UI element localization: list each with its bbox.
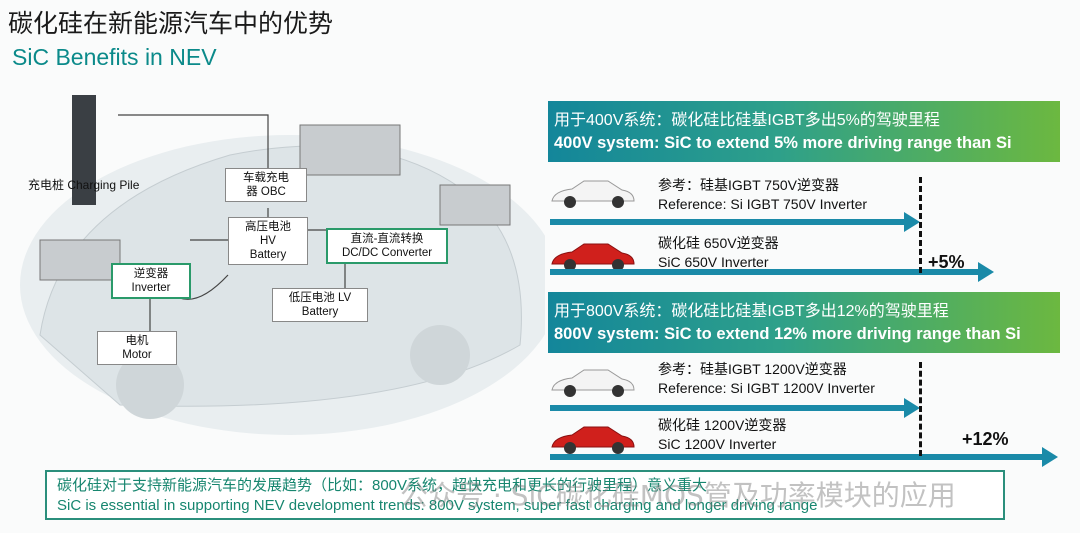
gain-400v: +5% — [928, 252, 965, 272]
car-diagram — [20, 95, 545, 435]
sic-400v-arrow — [550, 262, 994, 282]
banner-400v-cn: 用于400V系统：碳化硅比硅基IGBT多出5%的驾驶里程 — [554, 112, 940, 129]
banner-800v-cn: 用于800V系统：碳化硅比硅基IGBT多出12%的驾驶里程 — [554, 303, 949, 320]
obc-label: 车载充电器 OBC — [225, 168, 307, 202]
page-title: 碳化硅在新能源汽车中的优势 — [8, 9, 334, 38]
banner-400v-en: 400V system: SiC to extend 5% more drivi… — [554, 134, 1012, 152]
page-subtitle: SiC Benefits in NEV — [12, 44, 217, 70]
white-car-icon — [551, 369, 635, 397]
ref-800v-arrow — [550, 398, 920, 418]
obc-module-icon — [299, 124, 401, 176]
dcdc-module-icon — [439, 184, 511, 226]
charging-pile-icon — [72, 95, 96, 205]
charging-pile-label: 充电桩 Charging Pile — [28, 178, 140, 192]
white-car-icon — [551, 180, 635, 208]
banner-800v-en: 800V system: SiC to extend 12% more driv… — [554, 325, 1021, 343]
watermark: 公众号 · SiC碳化硅MOS管及功率模块的应用 — [400, 479, 956, 512]
baseline-800v-dash — [919, 362, 922, 456]
banner-800v: 用于800V系统：碳化硅比硅基IGBT多出12%的驾驶里程 800V syste… — [548, 292, 1060, 353]
inverter-module-icon — [39, 239, 121, 281]
conclusion-en: SiC is essential in supporting NEV devel… — [57, 497, 818, 514]
baseline-400v-dash — [919, 177, 922, 273]
ref-400v-arrow — [550, 212, 920, 232]
banner-400v: 用于400V系统：碳化硅比硅基IGBT多出5%的驾驶里程 400V system… — [548, 101, 1060, 162]
gain-800v: +12% — [962, 429, 1009, 449]
conclusion-box: 碳化硅对于支持新能源汽车的发展趋势（比如：800V系统，超快充电和更长的行驶里程… — [45, 470, 1005, 520]
red-car-icon — [551, 243, 635, 271]
conclusion-cn: 碳化硅对于支持新能源汽车的发展趋势（比如：800V系统，超快充电和更长的行驶里程… — [57, 477, 708, 494]
sic-800v-arrow — [550, 447, 1058, 467]
red-car-icon — [551, 426, 635, 454]
